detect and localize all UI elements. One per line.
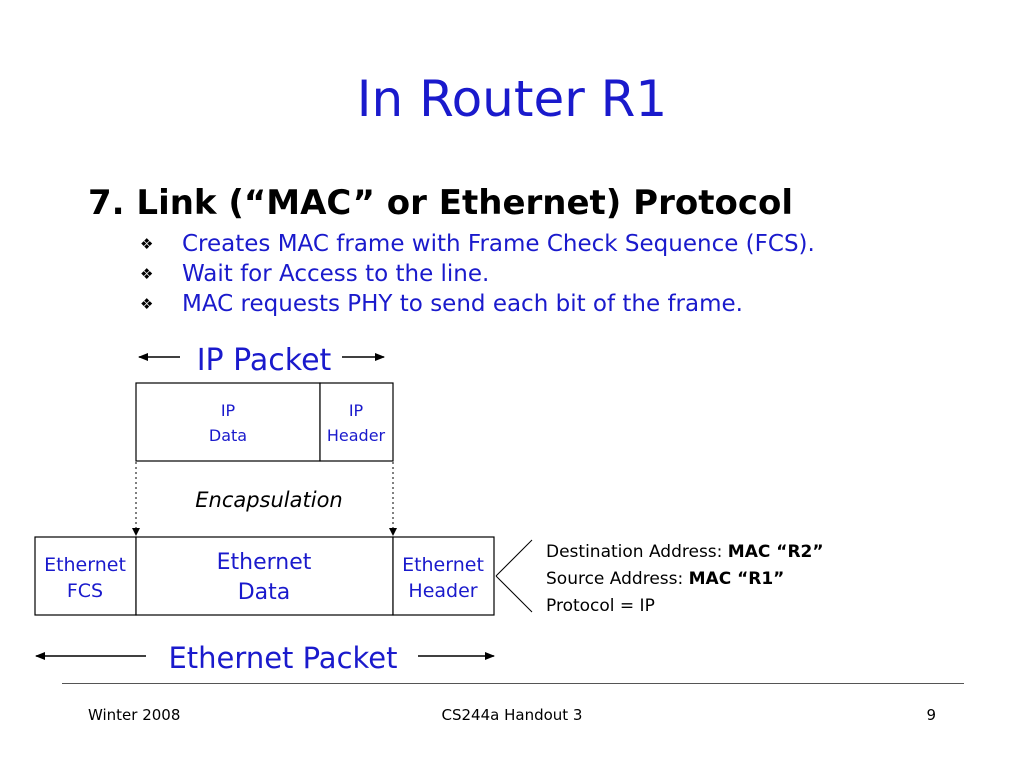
bullet-item: ❖ Creates MAC frame with Frame Check Seq… [140,229,815,259]
ip-data-line-1: IP [221,401,236,420]
callout-line-bottom [495,575,533,613]
ip-header-line-1: IP [349,401,364,420]
ethernet-packet-label: Ethernet Packet [168,641,397,675]
encapsulation-label: Encapsulation [195,488,343,512]
ethernet-fcs-box [34,536,137,616]
source-address-value: MAC “R1” [689,569,785,589]
page-number: 9 [926,706,936,724]
source-address-label: Source Address: [546,569,689,589]
section-heading: 7. Link (“MAC” or Ethernet) Protocol [88,183,793,223]
destination-address-value: MAC “R2” [728,542,824,562]
source-address: Source Address: MAC “R1” [546,569,784,589]
bullet-text: Wait for Access to the line. [182,261,490,287]
ip-header-box [319,382,394,462]
ethernet-fcs-line-2: FCS [67,580,103,602]
diamond-bullet-icon: ❖ [140,265,154,283]
ethernet-header-line-1: Ethernet [402,554,484,576]
slide-title: In Router R1 [356,70,668,128]
footer-center: CS244a Handout 3 [441,706,583,724]
destination-address: Destination Address: MAC “R2” [546,542,824,562]
diamond-bullet-icon: ❖ [140,295,154,313]
ethernet-header-box [392,536,495,616]
protocol-field: Protocol = IP [546,596,655,616]
ethernet-header-line-2: Header [408,580,477,602]
ip-packet-label: IP Packet [197,343,332,378]
footer-divider [62,683,964,684]
diamond-bullet-icon: ❖ [140,235,154,253]
footer-left: Winter 2008 [88,706,181,724]
ethernet-fcs-line-1: Ethernet [44,554,126,576]
callout-line-top [495,539,533,577]
ip-data-line-2: Data [209,426,247,445]
bullet-item: ❖ MAC requests PHY to send each bit of t… [140,289,815,319]
ip-data-box [135,382,321,462]
bullet-item: ❖ Wait for Access to the line. [140,259,815,289]
destination-address-label: Destination Address: [546,542,728,562]
ethernet-data-line-1: Ethernet [217,550,312,575]
bullet-text: Creates MAC frame with Frame Check Seque… [182,231,815,257]
ethernet-data-box [135,536,394,616]
bullet-list: ❖ Creates MAC frame with Frame Check Seq… [140,229,815,319]
ip-header-line-2: Header [327,426,386,445]
ethernet-data-line-2: Data [238,580,291,605]
bullet-text: MAC requests PHY to send each bit of the… [182,291,743,317]
